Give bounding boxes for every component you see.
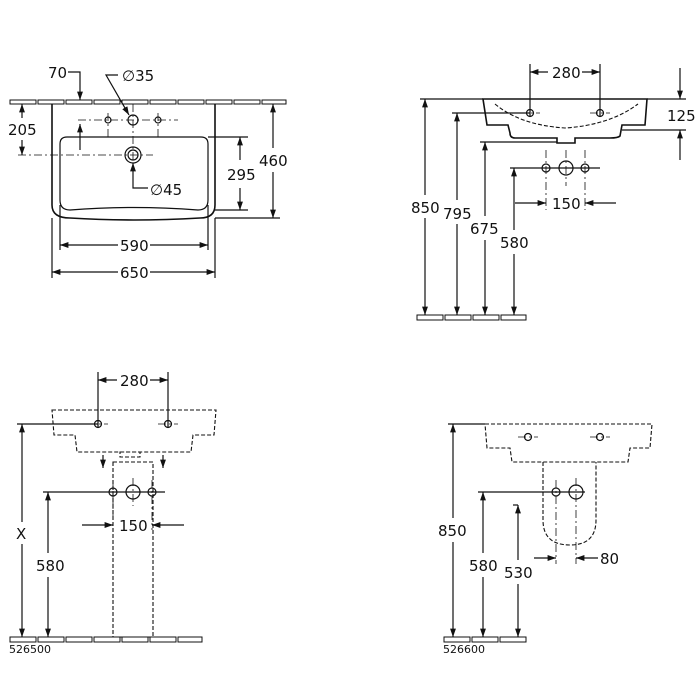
dim-70: 70 [48,64,67,82]
dim-150-pedestal: 150 [119,517,148,535]
top-view: 70 ∅35 205 295 460 ∅45 590 650 [8,64,288,282]
model-number-526600: 526600 [443,643,485,656]
dim-x: X [16,525,26,543]
dim-80: 80 [600,550,619,568]
dim-150-side: 150 [552,195,581,213]
dim-795: 795 [443,205,472,223]
semi-pedestal-view: 850 580 530 80 526600 [438,423,653,656]
overflow-hole-left [104,116,112,124]
floor-tiles [443,636,527,643]
floor-tiles [9,636,203,643]
tap-hole [127,114,139,126]
dim-dia45: ∅45 [150,181,182,199]
dim-590: 590 [120,237,149,255]
pedestal-dashed [112,461,154,638]
dim-295: 295 [227,166,256,184]
dim-850-semi: 850 [438,522,467,540]
dim-650: 650 [120,264,149,282]
basin-outline [51,104,216,221]
basin-profile [482,98,648,144]
pedestal-view: 280 X 580 150 526500 [9,372,217,656]
dim-580-pedestal: 580 [36,557,65,575]
bowl-outline [59,136,209,211]
dim-580-semi: 580 [469,557,498,575]
semi-pedestal-dashed [542,462,597,546]
basin-dashed [51,409,217,453]
dim-dia35: ∅35 [122,67,154,85]
dim-530: 530 [504,564,533,582]
dim-205: 205 [8,121,37,139]
floor-tiles [416,314,527,321]
basin-dashed [484,423,653,463]
dim-580-side: 580 [500,234,529,252]
model-number-526500: 526500 [9,643,51,656]
dim-460: 460 [259,152,288,170]
side-view: 280 125 850 795 675 580 150 [411,64,696,321]
dim-850-side: 850 [411,199,440,217]
dim-280-pedestal: 280 [120,372,149,390]
wall-tiles [9,99,287,105]
overflow-hole-right [154,116,162,124]
dim-125: 125 [667,107,696,125]
dim-280-side: 280 [552,64,581,82]
dim-675: 675 [470,220,499,238]
